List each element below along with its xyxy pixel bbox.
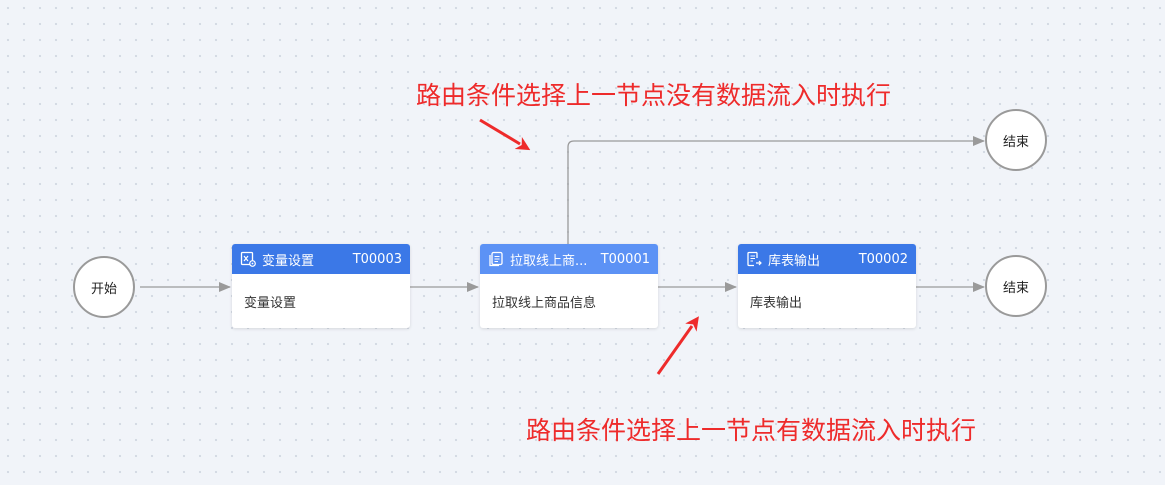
annotation-bottom: 路由条件选择上一节点有数据流入时执行 <box>526 416 977 445</box>
task-node-body: 变量设置 <box>244 296 297 311</box>
task-node-body: 库表输出 <box>750 296 803 311</box>
task-node-variable-settings[interactable]: 变量设置 T00003 变量设置 <box>232 244 410 328</box>
end-node-top[interactable]: 结束 <box>985 109 1047 171</box>
table-output-icon <box>747 251 762 267</box>
end-node-label: 结束 <box>1002 280 1029 296</box>
task-node-header: 库表输出 T00002 <box>738 244 916 274</box>
red-pointer-arrow-bottom <box>656 316 699 375</box>
red-pointer-arrow-top <box>479 118 531 151</box>
end-node-label: 结束 <box>1002 134 1029 150</box>
task-node-header: 拉取线上商... T00001 <box>480 244 658 274</box>
task-node-code: T00003 <box>352 251 402 267</box>
start-node-label: 开始 <box>90 281 117 297</box>
annotation-top: 路由条件选择上一节点没有数据流入时执行 <box>416 81 892 110</box>
task-node-code: T00001 <box>600 251 650 267</box>
document-copy-icon <box>489 251 503 267</box>
task-node-fetch-products[interactable]: 拉取线上商... T00001 拉取线上商品信息 <box>480 244 658 328</box>
task-node-table-output[interactable]: 库表输出 T00002 库表输出 <box>738 244 916 328</box>
task-node-title: 变量设置 <box>262 253 315 269</box>
variable-settings-icon <box>240 251 256 267</box>
task-node-title: 拉取线上商... <box>510 253 588 269</box>
end-node-bottom[interactable]: 结束 <box>985 255 1047 317</box>
task-node-header: 变量设置 T00003 <box>232 244 410 274</box>
edge-fetch-to-end-top <box>567 136 985 244</box>
start-node[interactable]: 开始 <box>73 256 135 318</box>
task-node-title: 库表输出 <box>768 253 821 269</box>
task-node-code: T00002 <box>858 251 908 267</box>
task-node-body: 拉取线上商品信息 <box>492 296 597 311</box>
